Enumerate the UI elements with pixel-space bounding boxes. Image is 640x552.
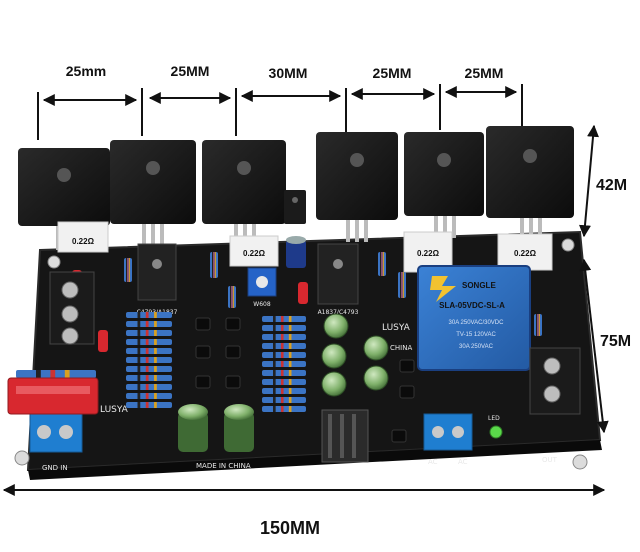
dimension-label: 150MM (260, 518, 320, 538)
driver-transistor: A1837/C4793 (317, 243, 359, 316)
svg-text:TV-15 120VAC: TV-15 120VAC (456, 332, 496, 338)
resistor-array-right (262, 316, 306, 412)
small-heatsink (321, 409, 369, 463)
dimension-label: 25MM (373, 65, 412, 81)
blue-terminal-ac (423, 413, 473, 451)
fuse-cover (7, 377, 99, 415)
svg-text:LUSYA: LUSYA (382, 323, 411, 333)
svg-text:0.22Ω: 0.22Ω (417, 249, 440, 258)
power-transistor (110, 140, 196, 248)
svg-text:GND IN: GND IN (42, 464, 68, 472)
svg-text:0.22Ω: 0.22Ω (243, 249, 266, 258)
potentiometer: W608 (247, 267, 277, 308)
dimension-label: 25mm (66, 63, 106, 79)
power-transistor (202, 140, 286, 244)
mount-hole (572, 454, 588, 470)
svg-text:SONGLE: SONGLE (462, 281, 496, 290)
blue-terminal-input (29, 411, 83, 453)
resistor-array-left (126, 312, 172, 408)
svg-text:30A 250VAC/30VDC: 30A 250VAC/30VDC (449, 320, 505, 326)
screw-terminal-left (49, 271, 95, 345)
led (489, 425, 503, 439)
svg-text:AC: AC (428, 458, 438, 466)
small-transistor (284, 190, 306, 224)
small-capacitor (286, 236, 306, 268)
svg-text:0.22Ω: 0.22Ω (514, 249, 537, 258)
large-capacitor (224, 404, 254, 452)
svg-text:30A 250VAC: 30A 250VAC (459, 344, 494, 350)
green-capacitor-group (321, 313, 389, 397)
dimension-label: 25MM (465, 65, 504, 81)
svg-text:A1837/C4793: A1837/C4793 (318, 309, 359, 316)
large-capacitor (178, 404, 208, 452)
mount-hole (14, 450, 30, 466)
mount-hole (47, 255, 61, 269)
svg-text:OUT: OUT (542, 456, 558, 464)
ceramic-resistor: 0.22Ω (229, 235, 279, 267)
svg-text:0.22Ω: 0.22Ω (72, 237, 95, 246)
svg-text:LUSYA: LUSYA (100, 405, 129, 415)
svg-text:CHINA: CHINA (390, 344, 412, 352)
ceramic-resistor: 0.22Ω (57, 221, 109, 253)
small-transistors (195, 317, 415, 443)
power-transistor (486, 126, 574, 238)
power-transistor (404, 132, 484, 238)
dimension-label: 75M (600, 333, 631, 350)
svg-text:LED: LED (488, 415, 500, 422)
screw-terminal-right (529, 347, 581, 415)
svg-text:W608: W608 (253, 301, 271, 308)
ceramic-resistor: 0.22Ω (497, 233, 553, 271)
mount-hole (561, 238, 575, 252)
dimension-label: 42M (596, 177, 627, 194)
dimension-label: 30MM (269, 65, 308, 81)
svg-text:AC: AC (458, 458, 468, 466)
svg-text:MADE IN CHINA: MADE IN CHINA (196, 462, 251, 470)
red-capacitor (98, 330, 108, 352)
dimension-label: 25MM (171, 63, 210, 79)
relay: SONGLE SLA-05VDC-SL-A 30A 250VAC/30VDC T… (417, 265, 531, 371)
svg-text:SLA-05VDC-SL-A: SLA-05VDC-SL-A (439, 301, 505, 310)
power-transistor (316, 132, 398, 242)
red-capacitor (298, 282, 308, 304)
resistor-misc (16, 252, 542, 378)
dimension-annotations (2, 84, 609, 496)
